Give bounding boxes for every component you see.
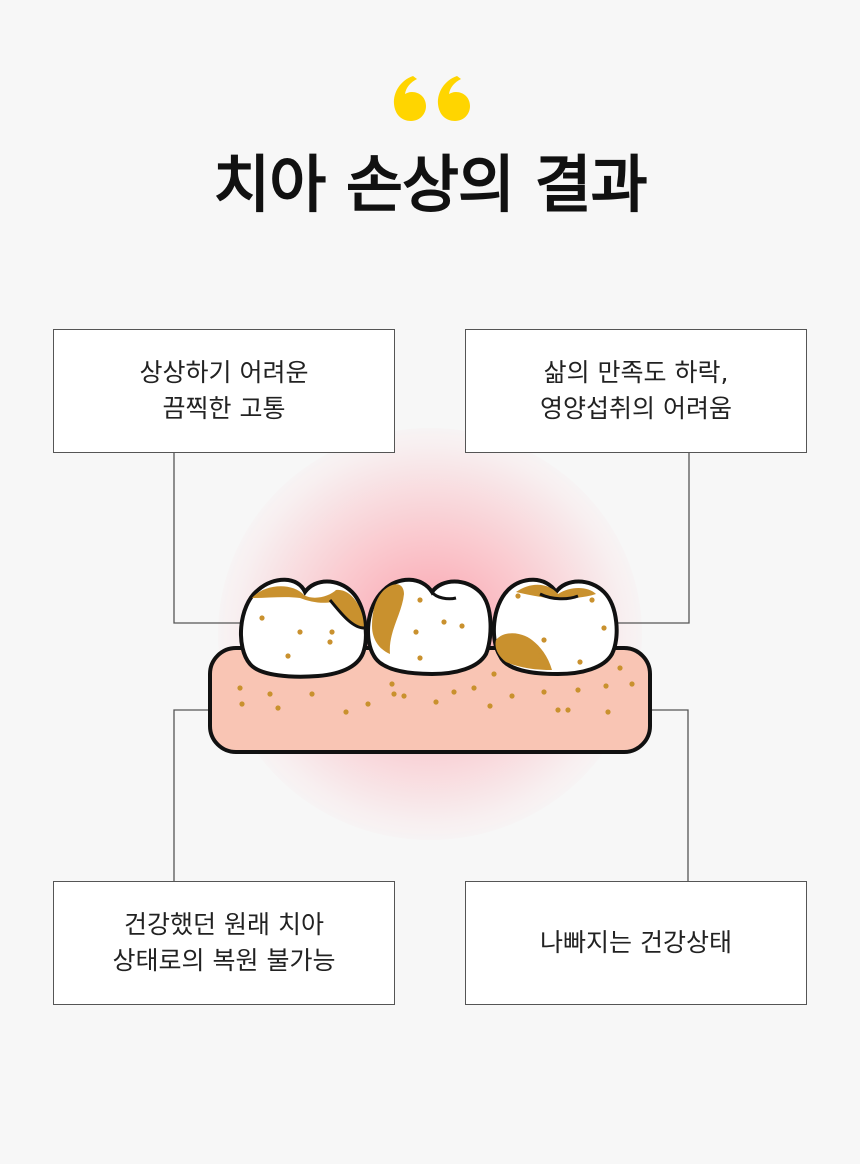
connector-top-left bbox=[173, 453, 244, 624]
callout-line: 건강했던 원래 치아 bbox=[124, 910, 324, 939]
callout-line: 영양섭취의 어려움 bbox=[540, 394, 732, 423]
callout-worsening-health: 나빠지는 건강상태 bbox=[465, 881, 807, 1005]
damaged-teeth-illustration bbox=[208, 577, 652, 754]
callout-line: 나빠지는 건강상태 bbox=[540, 928, 732, 957]
quote-mark-icon bbox=[393, 76, 470, 121]
callout-line: 삶의 만족도 하락, bbox=[543, 358, 729, 387]
callout-unimaginable-pain: 상상하기 어려운 끔찍한 고통 bbox=[53, 329, 395, 453]
connector-bottom-right bbox=[648, 709, 689, 881]
connector-top-right bbox=[612, 453, 690, 624]
callout-no-restoration: 건강했던 원래 치아 상태로의 복원 불가능 bbox=[53, 881, 395, 1005]
callout-line: 끔찍한 고통 bbox=[162, 394, 286, 423]
callout-line: 상태로의 복원 불가능 bbox=[112, 946, 336, 975]
connector-bottom-left bbox=[173, 709, 212, 881]
page-title: 치아 손상의 결과 bbox=[213, 148, 647, 221]
plaque-dots bbox=[237, 593, 635, 715]
callout-line: 상상하기 어려운 bbox=[139, 358, 309, 387]
callout-quality-of-life: 삶의 만족도 하락, 영양섭취의 어려움 bbox=[465, 329, 807, 453]
